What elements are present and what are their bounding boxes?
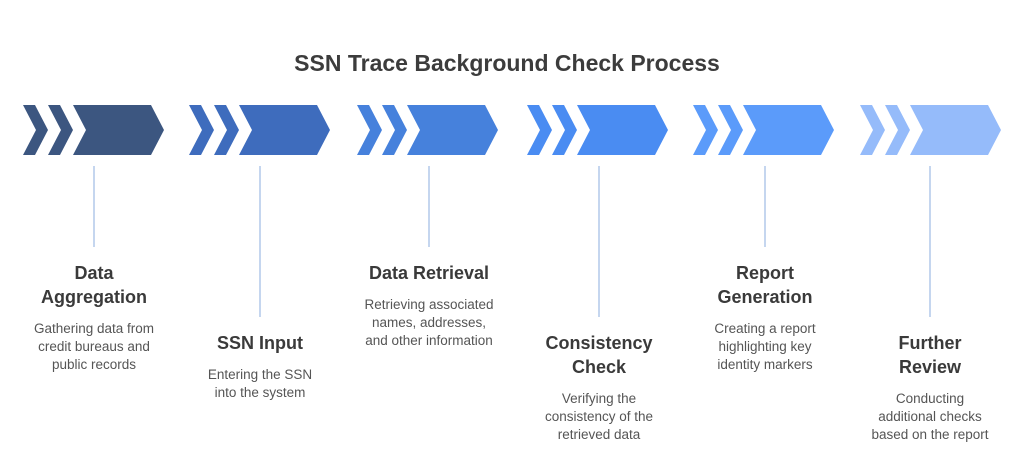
chevron-arrow	[552, 105, 577, 155]
chevron-arrow	[718, 105, 743, 155]
step-description-line: consistency of the	[544, 409, 654, 424]
step-description: Retrieving associated names, addresses, an…	[349, 296, 509, 350]
step-description-line: identity markers	[717, 357, 813, 372]
step-6-chevrons	[860, 105, 1001, 155]
step-1-chevrons	[23, 105, 164, 155]
step-description-line: retrieved data	[557, 427, 641, 442]
step-title-line: Consistency	[545, 333, 653, 353]
step-4-chevrons	[527, 105, 668, 155]
step-description-line: additional checks	[878, 409, 982, 424]
step-title-line: Data	[74, 263, 114, 283]
chevron-arrow	[910, 105, 1001, 155]
chevron-arrow	[48, 105, 73, 155]
chevron-arrow	[382, 105, 407, 155]
chevron-arrow	[527, 105, 552, 155]
chevron-arrow	[23, 105, 48, 155]
step-description-line: Retrieving associated	[364, 297, 494, 312]
chevron-arrow	[189, 105, 214, 155]
step-description-line: Entering the SSN	[207, 367, 313, 382]
chevron-arrow	[860, 105, 885, 155]
chevron-arrow	[577, 105, 668, 155]
chevron-arrow	[357, 105, 382, 155]
chevron-arrow	[407, 105, 498, 155]
step-description-line: highlighting key	[718, 339, 812, 354]
step-title-line: Check	[571, 357, 627, 377]
step-description: Conducting additional checks based on the …	[850, 390, 1010, 444]
step-description: Entering the SSN into the system	[180, 366, 340, 402]
step-2-chevrons	[189, 105, 330, 155]
step-description: Gathering data from credit bureaus and pub…	[14, 320, 174, 374]
chevron-arrow	[693, 105, 718, 155]
step-description: Creating a report highlighting key identit…	[685, 320, 845, 374]
step-description-line: credit bureaus and	[38, 339, 150, 354]
diagram-title: SSN Trace Background Check Process	[294, 50, 720, 76]
chevron-arrow	[743, 105, 834, 155]
step-description-line: based on the report	[871, 427, 989, 442]
step-description-line: names, addresses,	[371, 315, 487, 330]
chevron-arrow	[239, 105, 330, 155]
step-title: SSN Input	[180, 331, 340, 355]
step-title-line: Review	[898, 357, 962, 377]
step-title-line: Data Retrieval	[368, 263, 490, 283]
step-description-line: Verifying the	[561, 391, 637, 406]
step-title: Data Retrieval	[349, 261, 509, 285]
chevron-arrow	[73, 105, 164, 155]
step-description-line: Conducting	[895, 391, 965, 406]
step-title-line: Aggregation	[41, 287, 147, 307]
chevron-arrow	[214, 105, 239, 155]
step-description-line: Creating a report	[714, 321, 816, 336]
chevron-arrow	[885, 105, 910, 155]
step-title-line: Further	[898, 333, 962, 353]
step-title-line: Report	[736, 263, 794, 283]
step-description-line: public records	[51, 357, 137, 372]
step-5-chevrons	[693, 105, 834, 155]
step-description-line: and other information	[365, 333, 493, 348]
step-title-line: SSN Input	[217, 333, 303, 353]
step-3-chevrons	[357, 105, 498, 155]
step-description-line: Gathering data from	[33, 321, 155, 336]
step-title-line: Generation	[717, 287, 813, 307]
step-description: Verifying the consistency of the retrieved…	[519, 390, 679, 444]
step-description-line: into the system	[214, 385, 306, 400]
